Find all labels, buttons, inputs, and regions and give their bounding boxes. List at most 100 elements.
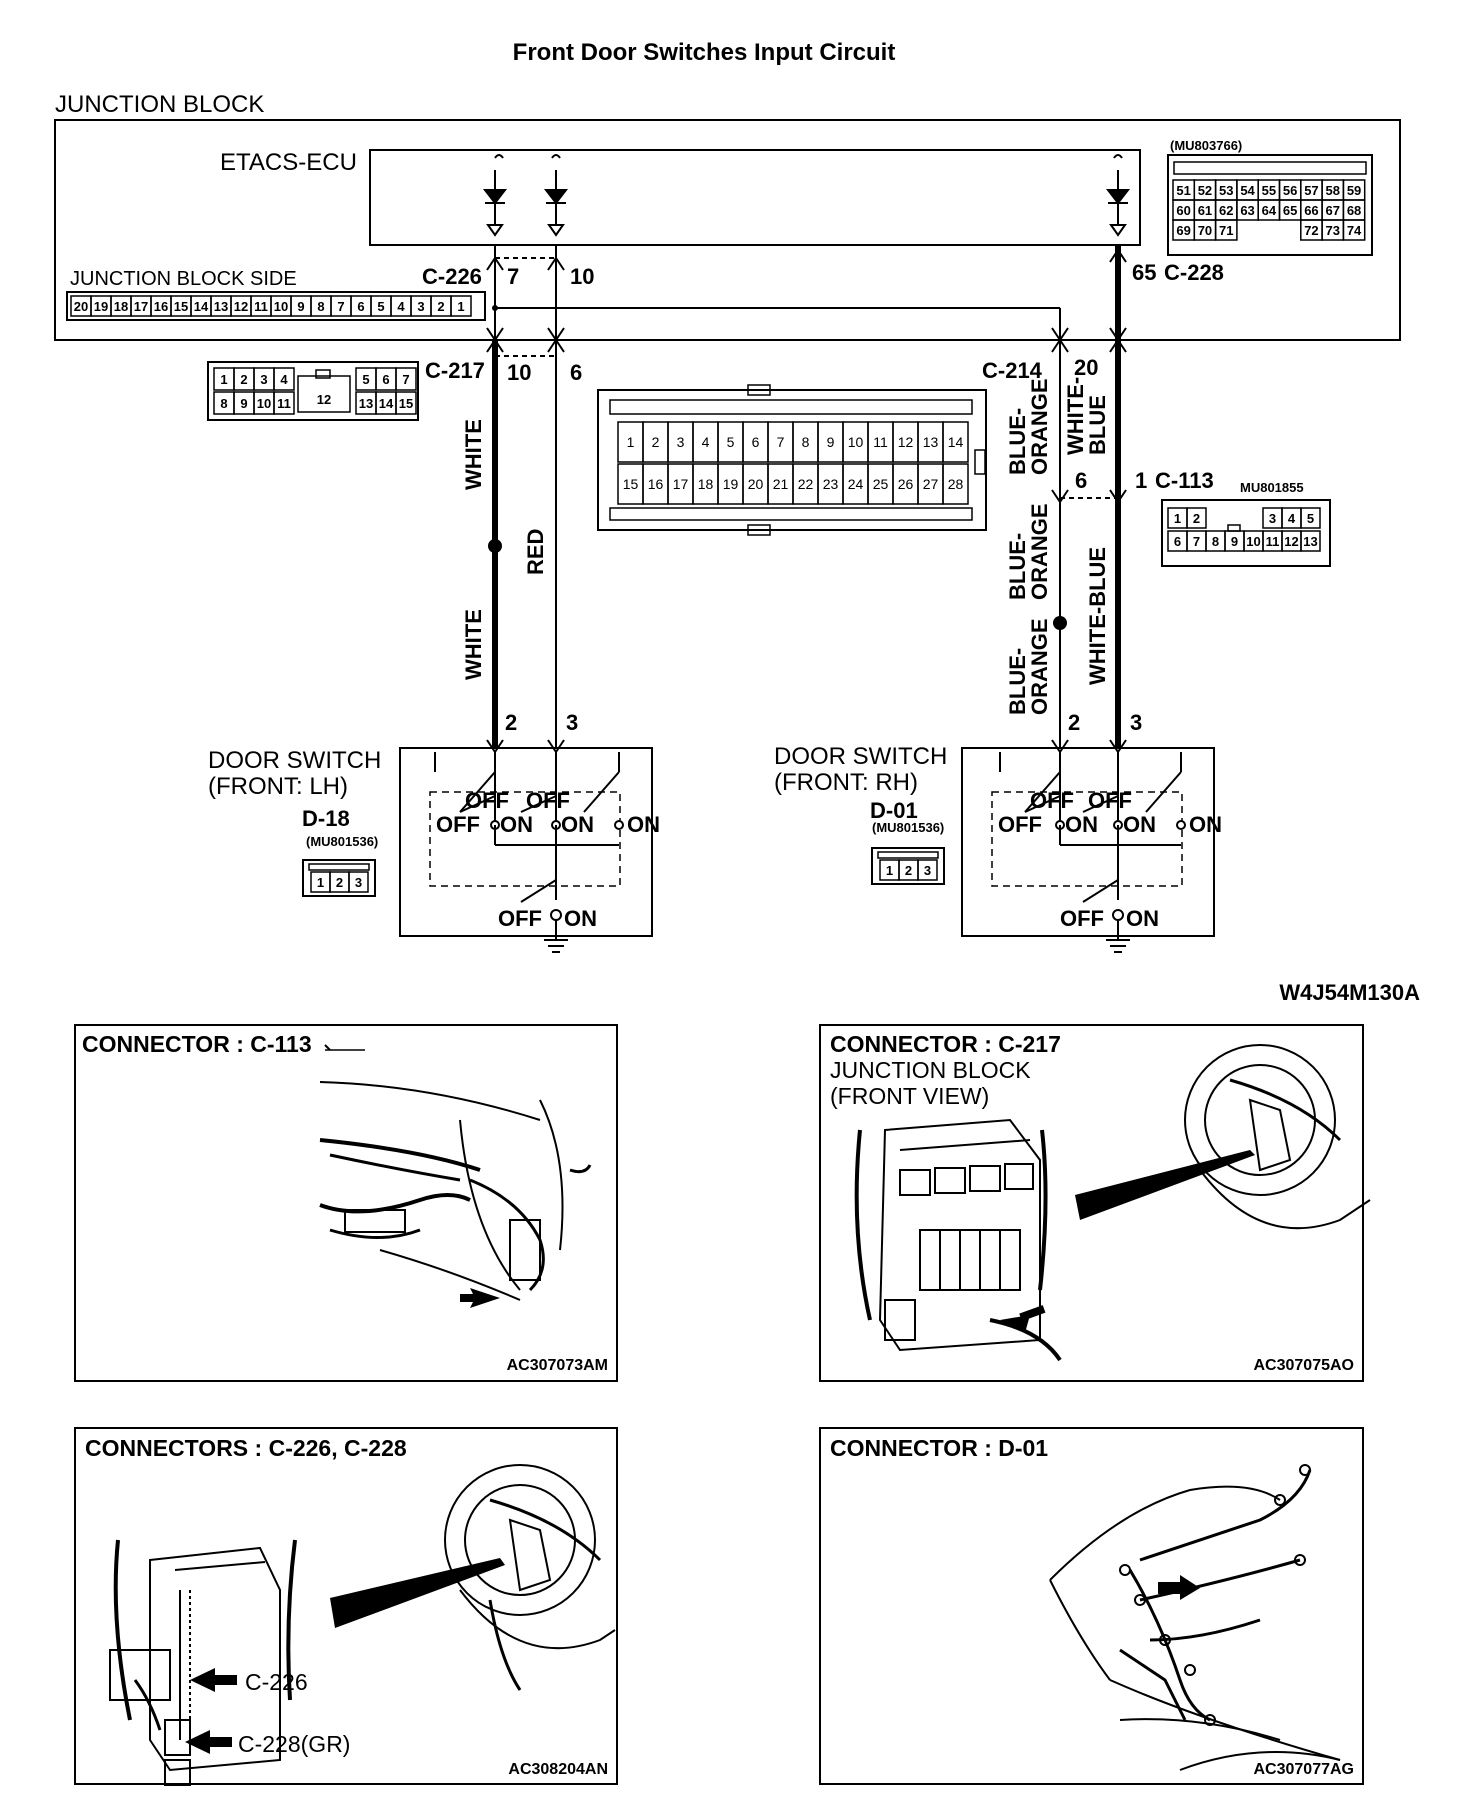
c113-pin-label: 11 (1266, 534, 1280, 549)
wire-label-blue-orange-1b: ORANGE (1027, 378, 1052, 475)
panel-c226-arrow-1 (190, 1668, 215, 1692)
door-rh-switch-state-label: ON (1123, 812, 1156, 837)
c113-pin-label: 6 (1174, 534, 1181, 549)
panel-c217-pointer (1075, 1150, 1255, 1220)
c217-pin-label: 7 (402, 372, 409, 387)
wire-label-red: RED (523, 529, 548, 575)
ecu-pin-label: 74 (1347, 223, 1362, 238)
side-pin-label: 13 (214, 299, 228, 314)
c214-pin-label: 26 (898, 476, 914, 492)
c113-pin-label: 13 (1303, 534, 1317, 549)
door-lh-switch-state-label: ON (500, 812, 533, 837)
door-lh-switch-state-label: ON (564, 906, 597, 931)
wire-label-blue-orange-3b: ORANGE (1027, 618, 1052, 715)
c217-pin-label: 2 (240, 372, 247, 387)
panel-c113-code: AC307073AM (507, 1357, 608, 1374)
panel-c217-sub-1: JUNCTION BLOCK (830, 1057, 1031, 1083)
wire-label-white-2: WHITE (461, 609, 486, 680)
ecu-pin-cell (1214, 219, 1238, 241)
door-lh-title-2: (FRONT: LH) (208, 773, 348, 800)
panel-c217: CONNECTOR : C-217 JUNCTION BLOCK (FRONT … (819, 1024, 1371, 1382)
side-pin-label: 6 (357, 299, 364, 314)
diagram-code: W4J54M130A (1279, 980, 1420, 1005)
c113-part: MU801855 (1240, 480, 1304, 495)
c113-pin-label: 10 (1246, 534, 1260, 549)
door-rh-pins-pin-label: 1 (886, 863, 893, 878)
c214-pin-label: 10 (848, 434, 864, 450)
c214-pin-label: 20 (748, 476, 764, 492)
panel-c113-arrow (470, 1288, 500, 1308)
door-rh-switch-state-label: OFF (1088, 788, 1132, 813)
panel-c217-sub-2: (FRONT VIEW) (830, 1083, 989, 1109)
ecu-connector-part: (MU803766) (1170, 138, 1242, 153)
c113-label: C-113 (1155, 468, 1214, 493)
c226-pin-10: 10 (570, 264, 594, 289)
c113-pin-label: 7 (1193, 534, 1200, 549)
c113-pin-label: 12 (1284, 534, 1298, 549)
c113-pin-label: 4 (1288, 511, 1296, 526)
c214-pin-label: 8 (802, 434, 810, 450)
door-rh-switch-state-label: OFF (998, 812, 1042, 837)
ecu-pin-label: 60 (1176, 203, 1190, 218)
ecu-pin-label: 59 (1347, 183, 1361, 198)
c214-pin-label: 5 (727, 434, 735, 450)
side-pin-label: 2 (437, 299, 444, 314)
ecu-pin-label: 68 (1347, 203, 1361, 218)
c214-pin-label: 6 (752, 434, 760, 450)
ecu-pin-label: 63 (1240, 203, 1254, 218)
c214-pin-cell (942, 463, 969, 505)
c113-pin-label: 8 (1212, 534, 1219, 549)
side-pin-label: 14 (194, 299, 209, 314)
panel-d01-arrow (1180, 1575, 1200, 1600)
c214-pin-label: 7 (777, 434, 785, 450)
door-rh-title-2: (FRONT: RH) (774, 769, 918, 796)
panel-c226-callout-1: C-226 (245, 1669, 308, 1695)
ecu-pin-cell (1342, 219, 1366, 241)
c217-pin-cell (395, 391, 417, 415)
c217-pin-label: 15 (399, 396, 413, 411)
c214-pin-label: 15 (623, 476, 639, 492)
wire-label-blue-orange-2a: BLUE- (1005, 533, 1030, 600)
c214-pin-label: 11 (873, 434, 888, 450)
c217-pin-label: 4 (280, 372, 288, 387)
junction-block-label: JUNCTION BLOCK (55, 91, 264, 118)
junction-block-box (54, 119, 1401, 341)
c217-pin-cell (273, 391, 295, 415)
c217-pin-label: 9 (240, 396, 247, 411)
ecu-pin-label: 66 (1304, 203, 1318, 218)
c217-pin-6: 6 (570, 360, 582, 385)
c113-pin-label: 9 (1231, 534, 1238, 549)
c214-pin-label: 17 (673, 476, 689, 492)
c113-pin-label: 3 (1269, 511, 1276, 526)
panel-c226-title: CONNECTORS : C-226, C-228 (85, 1435, 407, 1461)
c217-pin-10: 10 (507, 360, 531, 385)
ecu-diode-10 (543, 154, 569, 237)
c214-pin-label: 22 (798, 476, 814, 492)
panel-c217-illustration (854, 1044, 1371, 1362)
door-lh-pins-pin-cell (348, 871, 369, 893)
c214-pin-label: 21 (773, 476, 789, 492)
panel-c226-callout-2: C-228(GR) (238, 1731, 350, 1757)
c228-label: C-228 (1164, 260, 1224, 285)
door-lh-pin-3: 3 (566, 710, 578, 735)
ecu-pin-label: 65 (1283, 203, 1297, 218)
side-pin-cell (450, 295, 472, 317)
c214-pin-label: 3 (677, 434, 685, 450)
c214-pin-label: 4 (702, 434, 710, 450)
door-rh-switch-state-label: OFF (1060, 906, 1104, 931)
c214-pin-label: 19 (723, 476, 739, 492)
wire-label-blue-orange-3a: BLUE- (1005, 648, 1030, 715)
ecu-pin-label: 53 (1219, 183, 1233, 198)
panel-d01: CONNECTOR : D-01 AC307077AG (819, 1427, 1364, 1785)
door-rh-pins-pin-label: 3 (924, 863, 931, 878)
door-rh-pin-2: 2 (1068, 710, 1080, 735)
panel-c226-arrow-1-shaft (213, 1675, 237, 1685)
c217-pin-label: 14 (379, 396, 394, 411)
door-lh-switch-state-label: OFF (465, 788, 509, 813)
c214-pin-label: 14 (948, 434, 964, 450)
